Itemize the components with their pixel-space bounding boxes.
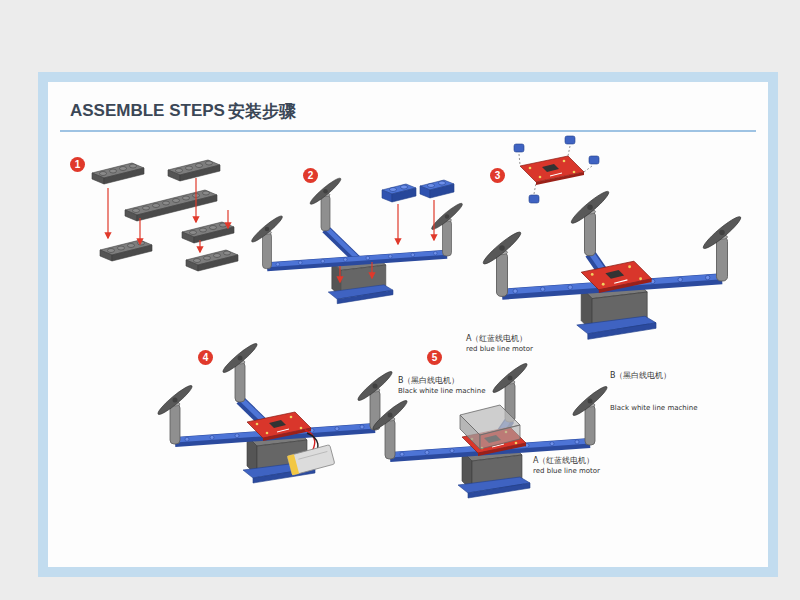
- callout-number: 3: [490, 168, 505, 183]
- arm-top: [326, 227, 358, 258]
- title-subheading: 安装步骤: [228, 101, 296, 121]
- peg: [589, 156, 599, 164]
- blue-frame: [38, 72, 778, 577]
- battery-print: [298, 451, 327, 459]
- assembly-arrows: [340, 200, 434, 282]
- grey-plate: [100, 240, 152, 261]
- part-label: B（黑白线电机）: [398, 376, 460, 386]
- step-3-board-parts: [514, 136, 599, 203]
- peg: [565, 136, 575, 144]
- arrow: [199, 240, 200, 252]
- battery: [287, 445, 335, 476]
- motor: [569, 188, 612, 255]
- board-cover-side: [460, 415, 480, 449]
- page-title: ASSEMBLE STEPS: [70, 101, 225, 121]
- callout-number: 1: [70, 157, 85, 172]
- arrow: [227, 210, 228, 228]
- arrow: [371, 262, 372, 278]
- grey-plate: [92, 163, 144, 184]
- control-board: [247, 412, 311, 441]
- arrow: [139, 218, 140, 244]
- drone-frame: [250, 201, 465, 304]
- assembly-arrows: [108, 178, 228, 252]
- step-5-drone: [371, 361, 610, 498]
- part-label: A（红蓝线电机）: [466, 334, 527, 344]
- title-rule: [60, 130, 756, 132]
- control-board: [520, 156, 584, 185]
- control-board: [581, 261, 651, 293]
- blue-brick: [382, 184, 416, 202]
- callout-number: 5: [427, 350, 442, 365]
- battery-body: [287, 445, 335, 476]
- board-cover-front: [480, 425, 520, 449]
- motor: [221, 341, 260, 402]
- arrow: [433, 200, 434, 240]
- arrow: [397, 204, 398, 244]
- drone-frame: [481, 214, 744, 340]
- part-label: red blue line motor: [533, 467, 600, 475]
- grey-plate: [186, 250, 238, 271]
- drone-frame: [156, 369, 395, 483]
- peg: [514, 144, 524, 152]
- guide-line: [568, 146, 570, 156]
- arrow: [107, 188, 108, 238]
- guide-line: [534, 183, 536, 194]
- part-label: A（红蓝线电机）: [533, 456, 594, 466]
- grey-plate: [125, 190, 217, 221]
- callout-number: 2: [303, 168, 318, 183]
- step-4-drone: [156, 341, 395, 483]
- part-label: B（黑白线电机）: [610, 371, 672, 381]
- peg: [529, 195, 539, 203]
- step-1-plates: [92, 160, 238, 271]
- callout-number: 4: [198, 350, 213, 365]
- step-3-drone: [481, 188, 744, 339]
- page-panel: [48, 82, 768, 567]
- grey-plate: [182, 222, 234, 243]
- guide-lines: [519, 146, 592, 194]
- blue-brick: [420, 180, 454, 198]
- part-label: red blue line motor: [466, 345, 533, 353]
- step-2-frame: [250, 176, 465, 304]
- guide-line: [519, 154, 520, 165]
- part-label: Black white line machine: [610, 404, 698, 412]
- arrow: [195, 178, 196, 222]
- blue-pegs: [514, 136, 599, 203]
- grey-plate: [168, 160, 220, 181]
- drone-frame: [371, 384, 610, 498]
- part-label: Black white line machine: [398, 387, 486, 395]
- motor: [308, 176, 343, 231]
- guide-line: [584, 166, 592, 172]
- battery-band: [287, 454, 299, 475]
- arrow: [339, 266, 340, 282]
